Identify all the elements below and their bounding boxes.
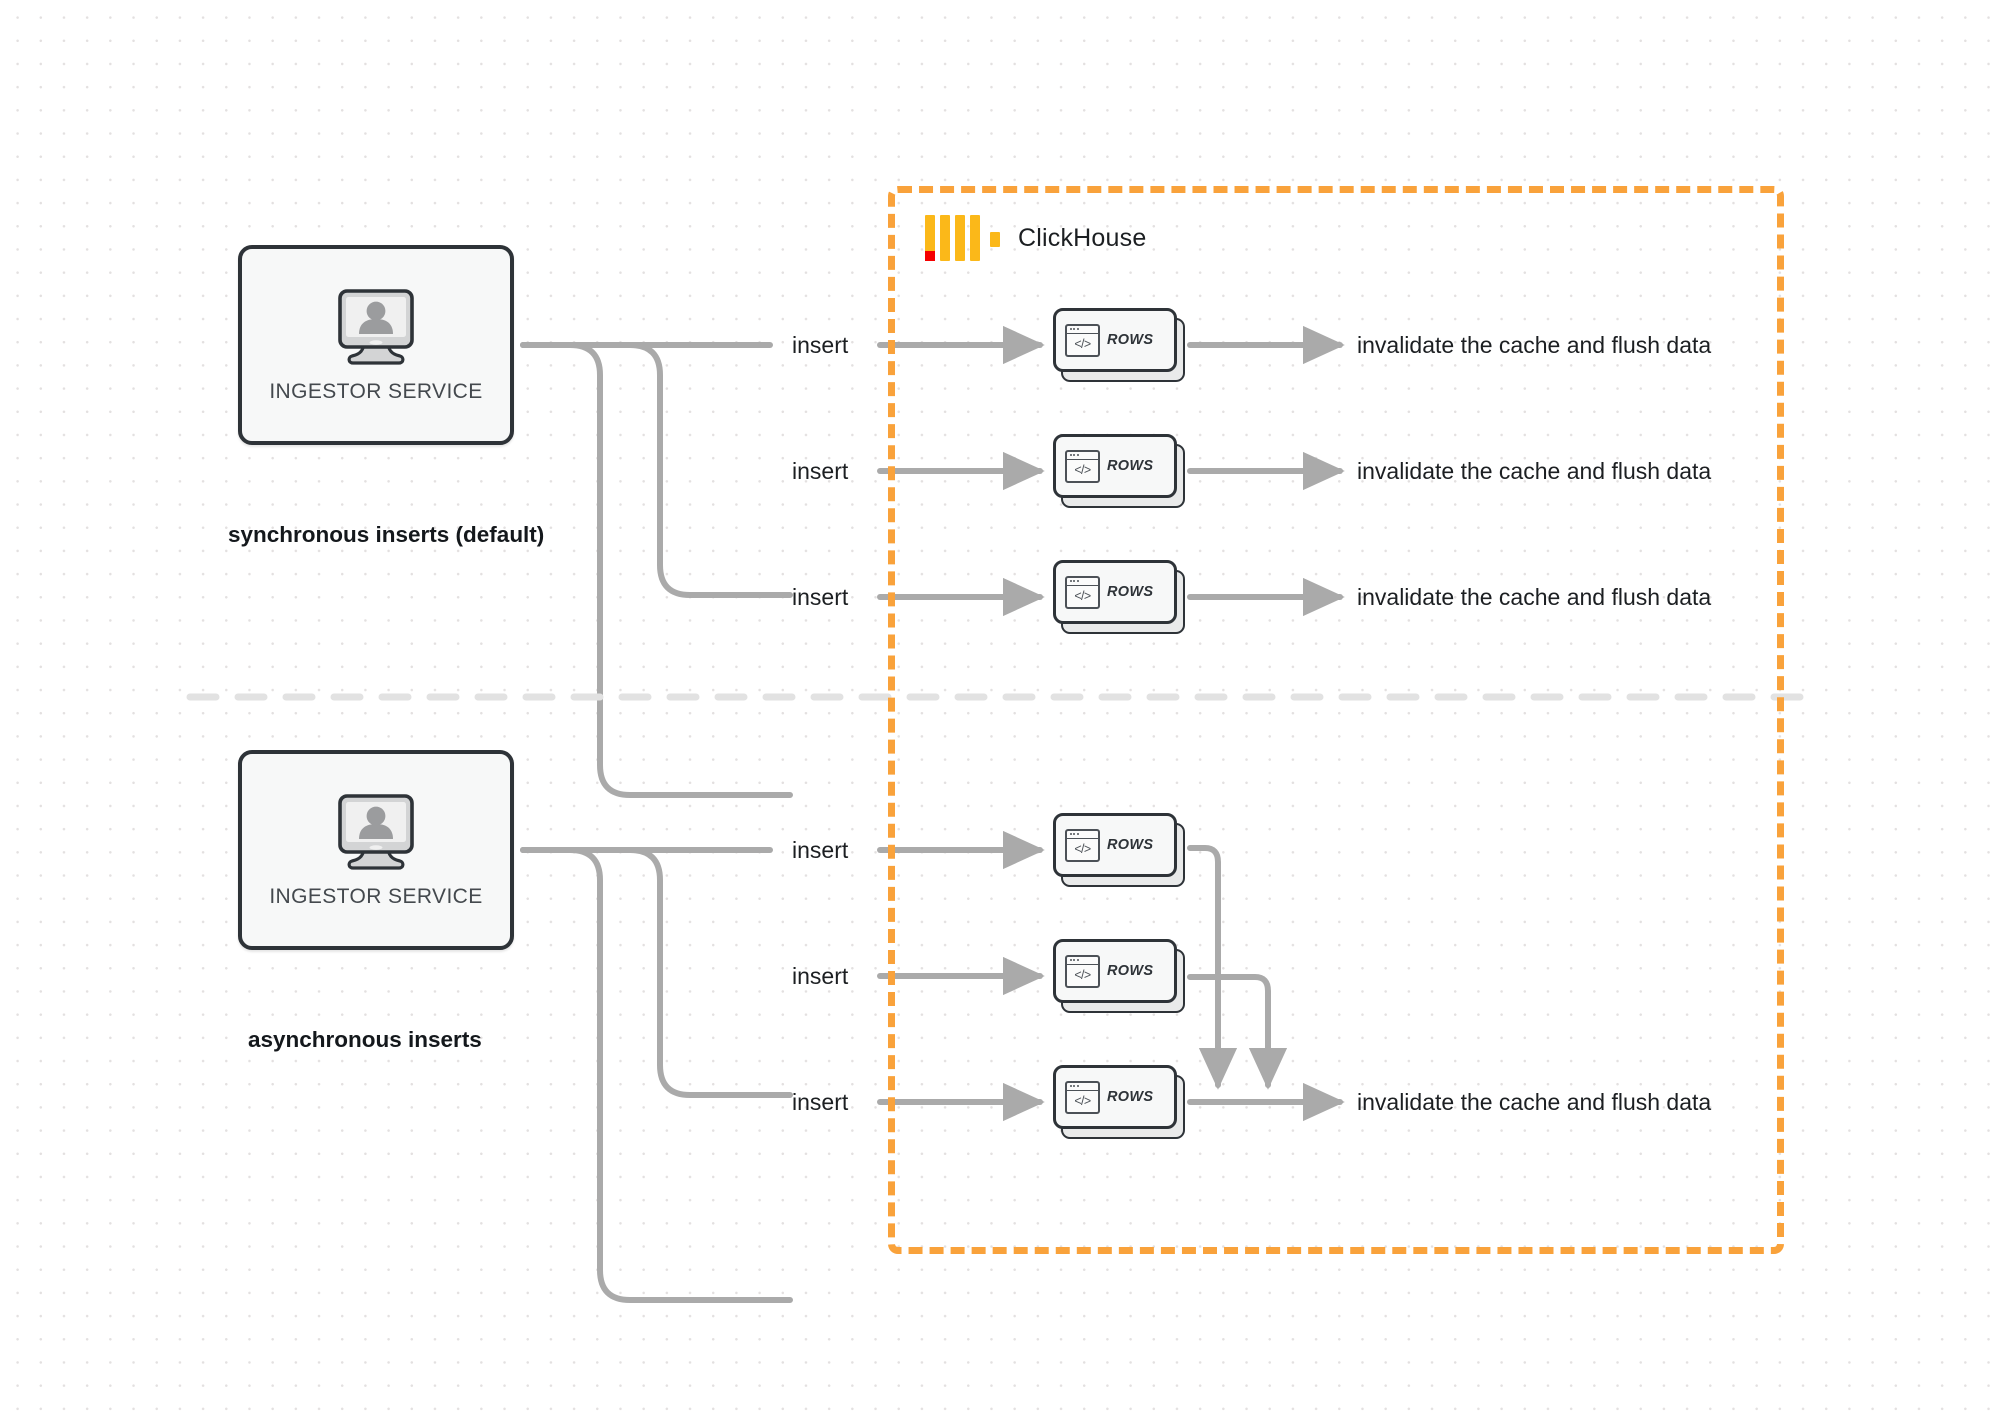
caption-asynchronous: asynchronous inserts [248,1027,482,1052]
code-window-icon: </> [1065,828,1100,862]
result-label-3: invalidate the cache and flush data [1357,584,1712,610]
rows-node-4[interactable]: </> ROWS [1053,813,1185,887]
rows-node-3-label: ROWS [1107,584,1154,600]
result-label-2: invalidate the cache and flush data [1357,458,1712,484]
clickhouse-title: ClickHouse [1018,223,1147,252]
rows-node-1-label: ROWS [1107,332,1154,348]
edge-async-converge-2 [1187,974,1288,1090]
rows-node-2-label: ROWS [1107,458,1154,474]
rows-node-1[interactable]: </> ROWS [1053,308,1185,382]
rows-node-6-label: ROWS [1107,1089,1154,1105]
rows-node-4-label: ROWS [1107,837,1154,853]
rows-node-2[interactable]: </> ROWS [1053,434,1185,508]
result-label-1: invalidate the cache and flush data [1357,332,1712,358]
ingestor-service-async-label: INGESTOR SERVICE [269,885,483,908]
edge-sync-branch-3 [520,342,793,798]
ingestor-service-sync[interactable]: INGESTOR SERVICE [238,245,514,445]
rows-node-2-card: </> ROWS [1053,434,1177,498]
code-window-icon: </> [1065,575,1100,609]
rows-node-3[interactable]: </> ROWS [1053,560,1185,634]
rows-node-3-card: </> ROWS [1053,560,1177,624]
edge-async-converge-1 [1187,845,1238,1090]
insert-label-1: insert [792,332,849,358]
clickhouse-header: ClickHouse [925,215,1146,261]
clickhouse-logo [925,215,1000,261]
rows-node-5[interactable]: </> ROWS [1053,939,1185,1013]
code-window-icon: </> [1065,323,1100,357]
ingestor-service-async[interactable]: INGESTOR SERVICE [238,750,514,950]
edge-async-branch-3 [520,847,793,1303]
rows-node-1-card: </> ROWS [1053,308,1177,372]
caption-synchronous: synchronous inserts (default) [228,522,545,547]
rows-node-4-card: </> ROWS [1053,813,1177,877]
insert-label-6: insert [792,1089,849,1115]
monitor-user-icon [328,791,424,877]
result-label-4: invalidate the cache and flush data [1357,1089,1712,1115]
monitor-user-icon [328,286,424,372]
insert-label-5: insert [792,963,849,989]
rows-node-5-label: ROWS [1107,963,1154,979]
edge-sync-branch-2 [520,342,793,598]
insert-label-3: insert [792,584,849,610]
ingestor-service-sync-label: INGESTOR SERVICE [269,380,483,403]
insert-label-4: insert [792,837,849,863]
rows-node-6-card: </> ROWS [1053,1065,1177,1129]
insert-label-2: insert [792,458,849,484]
rows-node-6[interactable]: </> ROWS [1053,1065,1185,1139]
rows-node-5-card: </> ROWS [1053,939,1177,1003]
code-window-icon: </> [1065,1080,1100,1114]
code-window-icon: </> [1065,954,1100,988]
code-window-icon: </> [1065,449,1100,483]
edge-async-branch-2 [520,847,793,1098]
